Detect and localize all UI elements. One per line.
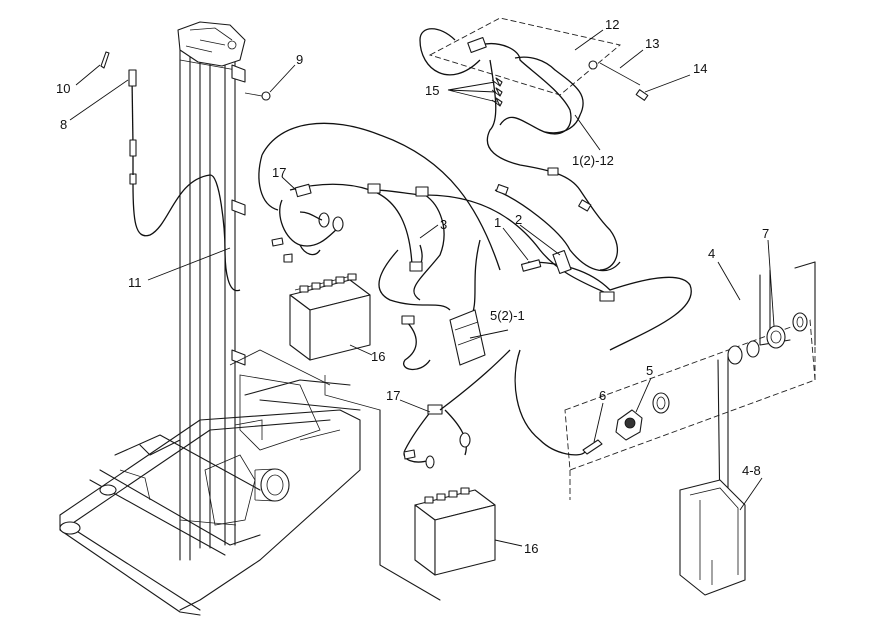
callout-7: 7 [762, 226, 769, 241]
dash-link-a [229, 349, 331, 386]
callout-4-8: 4-8 [742, 463, 761, 478]
battery-lower [379, 349, 511, 601]
ring-part-a [727, 345, 743, 365]
callout-1-2-12: 1(2)-12 [572, 153, 614, 168]
terminal-part-14 [635, 89, 649, 101]
upper-harness [419, 17, 649, 271]
callout-2: 2 [515, 212, 522, 227]
pin-part-10 [100, 51, 110, 69]
callout-4: 4 [708, 246, 715, 261]
bracket-part-4-8 [679, 479, 746, 596]
callout-16-lower: 16 [524, 541, 538, 556]
ring-part-7 [766, 325, 786, 349]
callout-5: 5 [646, 363, 653, 378]
switch-assembly [514, 261, 816, 596]
callout-8: 8 [60, 117, 67, 132]
bolt-part-9 [261, 91, 271, 101]
callout-17-lower: 17 [386, 388, 400, 403]
callout-13: 13 [645, 36, 659, 51]
callout-3: 3 [440, 217, 447, 232]
mast-assembly [59, 21, 361, 616]
key-part-6 [582, 439, 603, 455]
callout-17-upper: 17 [272, 165, 286, 180]
callout-11: 11 [128, 275, 142, 290]
callout-5-2-1: 5(2)-1 [490, 308, 525, 323]
relay-plate [449, 309, 486, 366]
callout-14: 14 [693, 61, 707, 76]
callout-1: 1 [494, 215, 501, 230]
callout-16-upper: 16 [371, 349, 385, 364]
callout-12: 12 [605, 17, 619, 32]
wire-harness [258, 122, 692, 371]
callout-6: 6 [599, 388, 606, 403]
callout-15: 15 [425, 83, 439, 98]
callout-labels: 12 13 14 15 1(2)-12 10 9 8 17 3 1 2 11 5… [56, 17, 769, 556]
callout-9: 9 [296, 52, 303, 67]
leader-lines [69, 29, 775, 547]
cable-clip-part-8 [128, 69, 137, 87]
callout-10: 10 [56, 81, 70, 96]
pin-and-cable-parts [100, 51, 271, 292]
battery-upper [289, 273, 381, 411]
